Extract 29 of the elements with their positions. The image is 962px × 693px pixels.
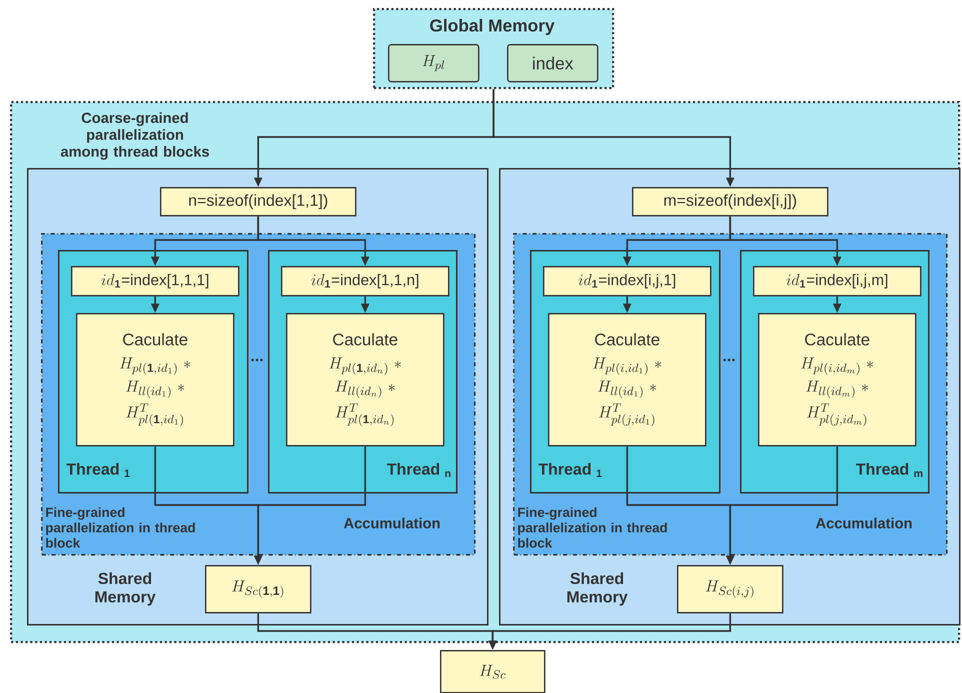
ellipsis-label: ... [723,358,735,362]
panel-label: Global Memory [430,18,555,36]
formula-box: $id_{\mathbf{1}}\text{=index[1,1,1]}$ [71,266,240,296]
panel-label: Shared Memory [567,572,628,606]
process-box: Caculate $H_{pl(\mathbf{1},id_{n})}\ *$ $H_{ll(id_{n})}\ *$ $H^{T}_{pl(\mathbf{1},id_{n})}$ [286,313,444,446]
process-box: Caculate $H_{pl(\mathbf{1},id_{1})}\ *$ $H_{ll(id_{1})}\ *$ $H^{T}_{pl(\mathbf{1},id_{1})}$ [76,313,234,446]
panel-label: Thread $_{m}$ [856,463,922,477]
panel-label: Fine-grained parallelization in thread block [46,507,195,548]
formula-box: m=sizeof(index[i,j]) [632,187,828,216]
panel-label: Shared Memory [95,572,156,606]
process-box: Caculate $H_{pl(i,id_{m})}\ *$ $H_{ll(id_{m})}\ *$ $H^{T}_{pl(j,id_{m})}$ [758,313,916,446]
data-box: $H_{pl}$ [388,44,480,82]
formula-box: $H_{Sc(\mathbf{1},\mathbf{1})}$ [205,565,312,614]
formula-box: n=sizeof(index[1,1]) [160,187,356,216]
panel-label: Thread $_{n}$ [386,463,450,477]
process-box: Caculate $H_{pl(i,id_{1})}\ *$ $H_{ll(id_{1})}\ *$ $H^{T}_{pl(j,id_{1})}$ [548,313,706,446]
panel-label: Coarse-grained parallelization among thread blocks [60,112,209,160]
ellipsis-label: ... [251,358,263,362]
panel-label: Thread $_{1}$ [66,463,130,477]
panel-label: Thread $_{1}$ [538,463,602,477]
data-box: index [507,44,598,82]
formula-box: $H_{Sc}$ [440,650,546,693]
panel-label: Accumulation [344,518,440,528]
formula-box: $id_{\mathbf{1}}\text{=index[i,j,m]}$ [753,266,922,296]
panel-label: Accumulation [816,518,912,528]
formula-box: $id_{\mathbf{1}}\text{=index[1,1,n]}$ [281,266,450,296]
formula-box: $id_{\mathbf{1}}\text{=index[i,j,1]}$ [543,266,712,296]
formula-box: $H_{Sc(i,j)}$ [677,565,784,614]
panel-label: Fine-grained parallelization in thread block [518,507,667,548]
